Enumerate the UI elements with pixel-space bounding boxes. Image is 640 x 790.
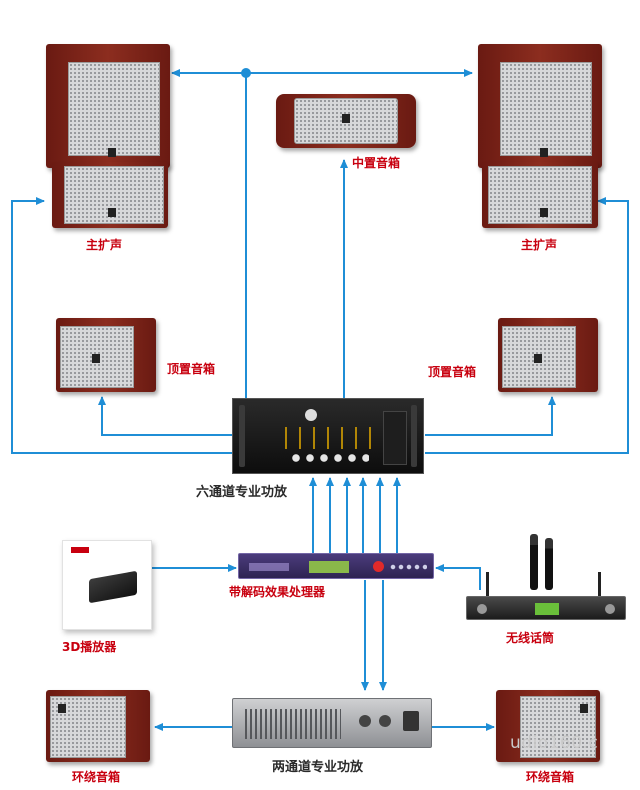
speaker-grille (500, 62, 592, 156)
main-speaker-left-lower (52, 162, 168, 228)
speaker-logo (108, 148, 116, 157)
arrow-to-ceiling-left (98, 396, 232, 436)
decoder-effect-processor (238, 553, 434, 579)
wireless-mic-receiver (466, 596, 626, 620)
main-speaker-right-upper (478, 44, 602, 168)
3d-player-box (62, 540, 152, 630)
arrow-to-main-right-lower (425, 197, 629, 454)
power-knob (305, 409, 317, 421)
channel-knobs (289, 453, 369, 463)
main-speaker-left-upper (46, 44, 170, 168)
amp-power-button (403, 711, 419, 731)
ceiling-speaker-left (56, 318, 156, 392)
speaker-logo (534, 354, 542, 363)
ceiling-speaker-right (498, 318, 598, 392)
speaker-logo (540, 148, 548, 157)
speaker-logo (342, 114, 350, 123)
speaker-logo (108, 208, 116, 217)
six-channel-amp-label: 六通道专业功放 (196, 485, 288, 500)
handheld-mic-1 (530, 534, 538, 590)
processor-buttons (389, 563, 427, 571)
player-device (89, 570, 137, 604)
main-speaker-left-label: 主扩声 (86, 238, 123, 252)
arrow-to-ceiling-right (425, 396, 556, 436)
3d-player-label: 3D播放器 (62, 640, 117, 654)
two-channel-amp-label: 两通道专业功放 (272, 760, 364, 775)
player-brand-mark (71, 547, 89, 553)
processor-display (309, 561, 349, 573)
mic-receiver-knob-right (605, 604, 615, 614)
handheld-mic-2 (545, 538, 553, 590)
surround-speaker-right-label: 环绕音箱 (526, 770, 575, 784)
speaker-logo (92, 354, 100, 363)
surround-speaker-left-label: 环绕音箱 (72, 770, 121, 784)
decoder-processor-label: 带解码效果处理器 (229, 585, 326, 599)
arrow-mic-to-processor (435, 564, 481, 590)
two-channel-amplifier (232, 698, 432, 748)
mic-antenna-right (598, 572, 601, 596)
surround-speaker-right (496, 690, 600, 762)
amp-handle-left (239, 405, 245, 467)
amp-knob-1 (359, 715, 371, 727)
speaker-logo (580, 704, 588, 713)
speaker-grille (488, 166, 592, 224)
processor-logo (249, 563, 289, 571)
center-speaker (276, 94, 416, 148)
amp-handle-right (411, 405, 417, 467)
six-channel-amplifier (232, 398, 424, 474)
mic-receiver-knob-left (477, 604, 487, 614)
speaker-logo (58, 704, 66, 713)
ceiling-speaker-right-label: 顶置音箱 (428, 365, 477, 379)
mic-receiver-display (535, 603, 559, 615)
ceiling-speaker-left-label: 顶置音箱 (167, 362, 216, 376)
surround-speaker-left (46, 690, 150, 762)
level-meters (285, 427, 371, 449)
speaker-grille (68, 62, 160, 156)
wireless-mic-label: 无线话筒 (506, 631, 555, 645)
processor-red-knob (373, 561, 384, 572)
mic-antenna-left (486, 572, 489, 596)
main-speaker-right-lower (482, 162, 598, 228)
amp-vent-grille (245, 709, 341, 739)
watermark-text: udio160.c (510, 733, 599, 753)
arrow-to-main-left-lower (11, 197, 232, 454)
main-speaker-right-label: 主扩声 (521, 238, 558, 252)
speaker-logo (540, 208, 548, 217)
speaker-grille (50, 696, 126, 758)
vent-panel (383, 411, 407, 465)
center-speaker-label: 中置音箱 (352, 156, 401, 170)
amp-knob-2 (379, 715, 391, 727)
bus-junction-dot (241, 68, 251, 78)
